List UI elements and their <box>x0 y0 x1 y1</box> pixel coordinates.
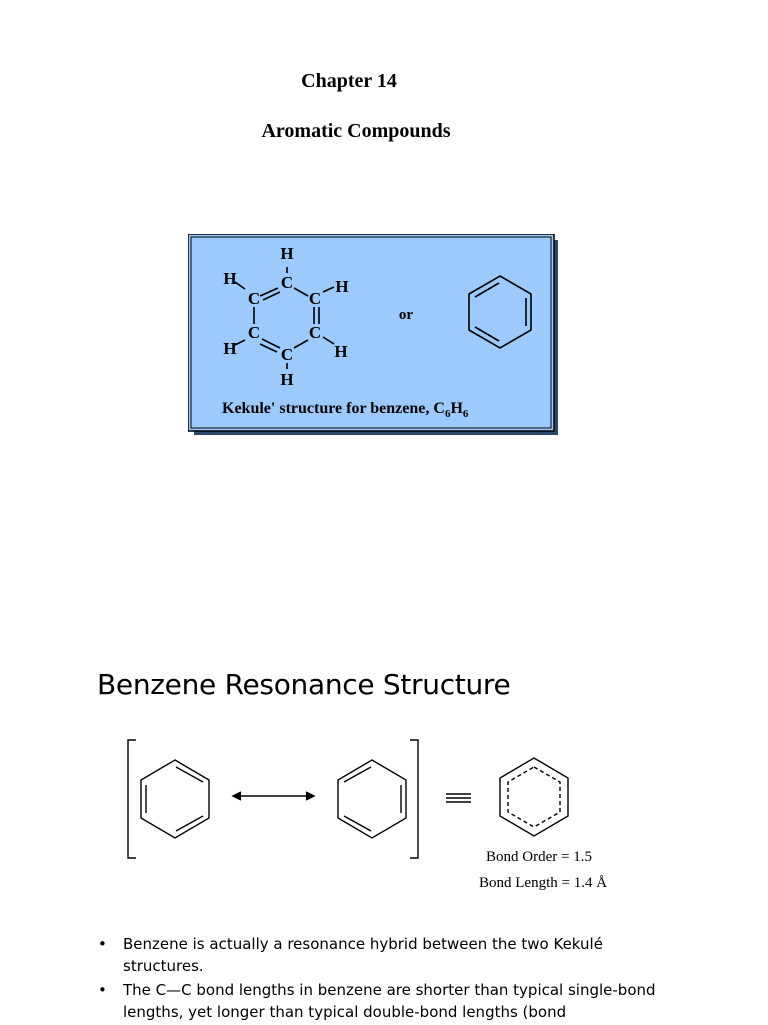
atom-c-lower-right: C <box>309 323 321 342</box>
left-bracket <box>127 739 136 859</box>
bullet-icon: • <box>98 981 107 999</box>
atom-h-top: H <box>280 244 293 263</box>
atom-h-upper-right: H <box>335 277 348 296</box>
atom-c-upper-left: C <box>248 289 260 308</box>
atom-h-lower-right: H <box>334 342 347 361</box>
atom-h-upper-left: H <box>223 269 236 288</box>
atom-c-upper-right: C <box>309 289 321 308</box>
bullet-list: • Benzene is actually a resonance hybrid… <box>98 933 658 1025</box>
benzene-ring-icon <box>468 275 532 349</box>
atom-c-lower-left: C <box>248 323 260 342</box>
atom-h-lower-left: H <box>223 339 236 358</box>
kekule-caption: Kekule' structure for benzene, C6H6 <box>222 400 469 420</box>
bullet-icon: • <box>98 935 107 953</box>
figure-box <box>188 234 555 432</box>
chapter-title: Chapter 14 <box>301 70 397 92</box>
section-title: Benzene Resonance Structure <box>97 668 511 701</box>
atom-h-bottom: H <box>280 370 293 389</box>
resonance-arrow-icon <box>231 791 316 801</box>
bond-order-label: Bond Order = 1.5 <box>486 849 592 865</box>
bullet-text: The C—C bond lengths in benzene are shor… <box>123 981 656 1021</box>
resonance-structure-figure: Bond Order = 1.5 Bond Length = 1.4 Å <box>120 730 640 900</box>
or-label: or <box>399 307 414 323</box>
bond-length-label: Bond Length = 1.4 Å <box>479 875 607 891</box>
resonance-hybrid-icon <box>499 757 569 837</box>
kekule-structure-figure: H C H C C H C C H H C H or Kekule' struc… <box>188 234 558 435</box>
kekule-structure-2-icon <box>337 759 407 839</box>
chapter-subtitle: Aromatic Compounds <box>261 120 451 142</box>
atom-c-top: C <box>281 273 293 292</box>
kekule-structure-1-icon <box>140 759 210 839</box>
right-bracket <box>410 739 419 859</box>
bullet-text: Benzene is actually a resonance hybrid b… <box>123 935 603 975</box>
atom-c-bottom: C <box>281 345 293 364</box>
list-item: • Benzene is actually a resonance hybrid… <box>98 933 658 977</box>
list-item: • The C—C bond lengths in benzene are sh… <box>98 979 658 1023</box>
equivalence-icon <box>446 793 471 803</box>
figure-inner-border <box>190 236 552 429</box>
